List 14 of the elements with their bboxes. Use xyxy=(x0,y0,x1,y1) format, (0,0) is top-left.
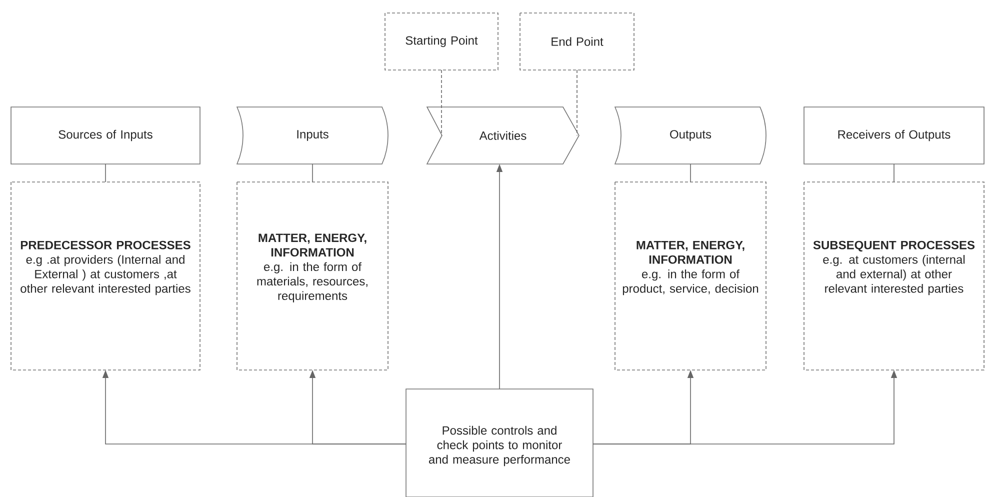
connector xyxy=(441,70,442,136)
process-box: Sources of Inputs xyxy=(10,106,200,164)
point-box: End Point xyxy=(520,12,634,70)
connector xyxy=(312,164,313,182)
description-box: MATTER, ENERGY, INFORMATION e.g. in the form of product, service, decision xyxy=(614,182,766,370)
control-box: Possible controls and check points to monitor and measure performance xyxy=(406,388,594,497)
process-box: Receivers of Outputs xyxy=(804,106,984,164)
description-box: SUBSEQUENT PROCESSES e.g. at customers (internal and external) at other relevant interested parties xyxy=(804,182,984,370)
connector xyxy=(105,164,106,182)
description-box: MATTER, ENERGY, INFORMATION e.g. in the form of materials, resources, requirements xyxy=(236,182,388,370)
connector xyxy=(690,164,691,182)
point-box: Starting Point xyxy=(384,12,498,70)
description-box: PREDECESSOR PROCESSES e.g .at providers (Internal and External ) at customers ,at other relevant interested parties xyxy=(10,182,200,370)
connector xyxy=(576,70,578,136)
